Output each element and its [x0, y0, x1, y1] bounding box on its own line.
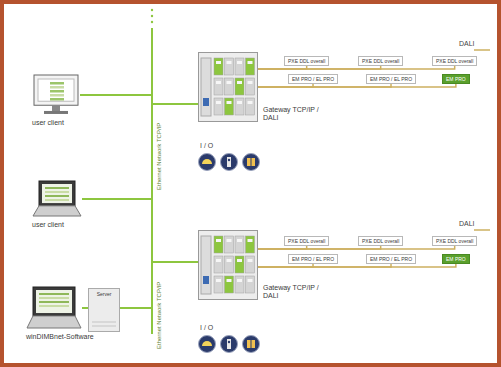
emergency-sign-box: EM PRO — [442, 74, 470, 84]
bus-label: DALI — [459, 40, 475, 47]
gateway-device-drawing — [198, 52, 258, 122]
ethernet-line — [80, 95, 198, 262]
device-label: EM PRO / EL PRO — [292, 256, 334, 262]
gateway-heading: Gateway TCP/IP / DALI — [263, 284, 321, 300]
dali-line — [258, 246, 455, 249]
device-label: Server — [88, 291, 120, 297]
io-symbol — [199, 336, 216, 353]
gateway-device: Gateway TCP/IP / DALI — [198, 52, 258, 122]
device-label: PXE DDL overall — [288, 238, 325, 244]
dali-line — [258, 66, 455, 69]
device-label: PXE DDL overall — [436, 58, 473, 64]
device-label: PXE DDL overall — [288, 58, 325, 64]
emergency-sign-box: EM PRO — [442, 254, 470, 264]
ethernet-line — [80, 95, 198, 104]
device-label: EM PRO — [446, 76, 466, 82]
client-laptop-drawing — [32, 180, 82, 218]
gateway-heading: Gateway TCP/IP / DALI — [263, 106, 321, 122]
ethernet-line — [82, 104, 198, 308]
dali-device-box: EM PRO / EL PRO — [366, 254, 416, 264]
client-label: user client — [32, 221, 64, 228]
network-label: Ethernet Network TCP/IP — [156, 282, 163, 349]
client-laptop: user client — [32, 180, 82, 218]
device-label: PXE DDL overall — [362, 58, 399, 64]
io-symbol — [243, 336, 260, 353]
gateway-device: Gateway TCP/IP / DALI — [198, 230, 258, 300]
device-label: PXE DDL overall — [436, 238, 473, 244]
network-label: Ethernet Network TCP/IP — [156, 123, 163, 190]
dali-lead — [474, 50, 490, 230]
dali-device-box: PXE DDL overall — [358, 56, 403, 66]
client-laptop-drawing — [26, 286, 82, 330]
dali-device-box: PXE DDL overall — [284, 236, 329, 246]
io-symbol — [221, 336, 238, 353]
dali-device-box: PXE DDL overall — [432, 56, 477, 66]
io-symbol — [243, 154, 260, 171]
device-label: EM PRO / EL PRO — [292, 76, 334, 82]
bus-label: I / O — [200, 142, 213, 149]
client-label: user client — [32, 119, 64, 126]
device-label: EM PRO / EL PRO — [370, 76, 412, 82]
client-label: winDIMBnet-Software — [26, 333, 94, 340]
client-monitor: user client — [32, 74, 80, 116]
client-monitor-drawing — [32, 74, 80, 116]
device-label: EM PRO — [446, 256, 466, 262]
io-symbol — [199, 154, 216, 171]
ethernet-line — [82, 199, 198, 262]
gateway-device-drawing — [198, 230, 258, 300]
bus-label: I / O — [200, 324, 213, 331]
bus-label: DALI — [459, 220, 475, 227]
dali-device-box: EM PRO / EL PRO — [288, 254, 338, 264]
client-laptop: winDIMBnet-Software — [26, 286, 82, 330]
dali-device-box: PXE DDL overall — [284, 56, 329, 66]
dali-device-box: PXE DDL overall — [432, 236, 477, 246]
dali-device-box: EM PRO / EL PRO — [288, 74, 338, 84]
server-box: Server — [88, 288, 120, 332]
dali-line — [258, 84, 456, 87]
dali-device-box: EM PRO / EL PRO — [366, 74, 416, 84]
io-icons — [199, 154, 260, 171]
device-label: PXE DDL overall — [362, 238, 399, 244]
ethernet-line — [82, 104, 198, 199]
io-symbol — [221, 154, 238, 171]
device-label: EM PRO / EL PRO — [370, 256, 412, 262]
io-icons — [199, 336, 260, 353]
dali-line — [258, 264, 456, 267]
dali-device-box: PXE DDL overall — [358, 236, 403, 246]
